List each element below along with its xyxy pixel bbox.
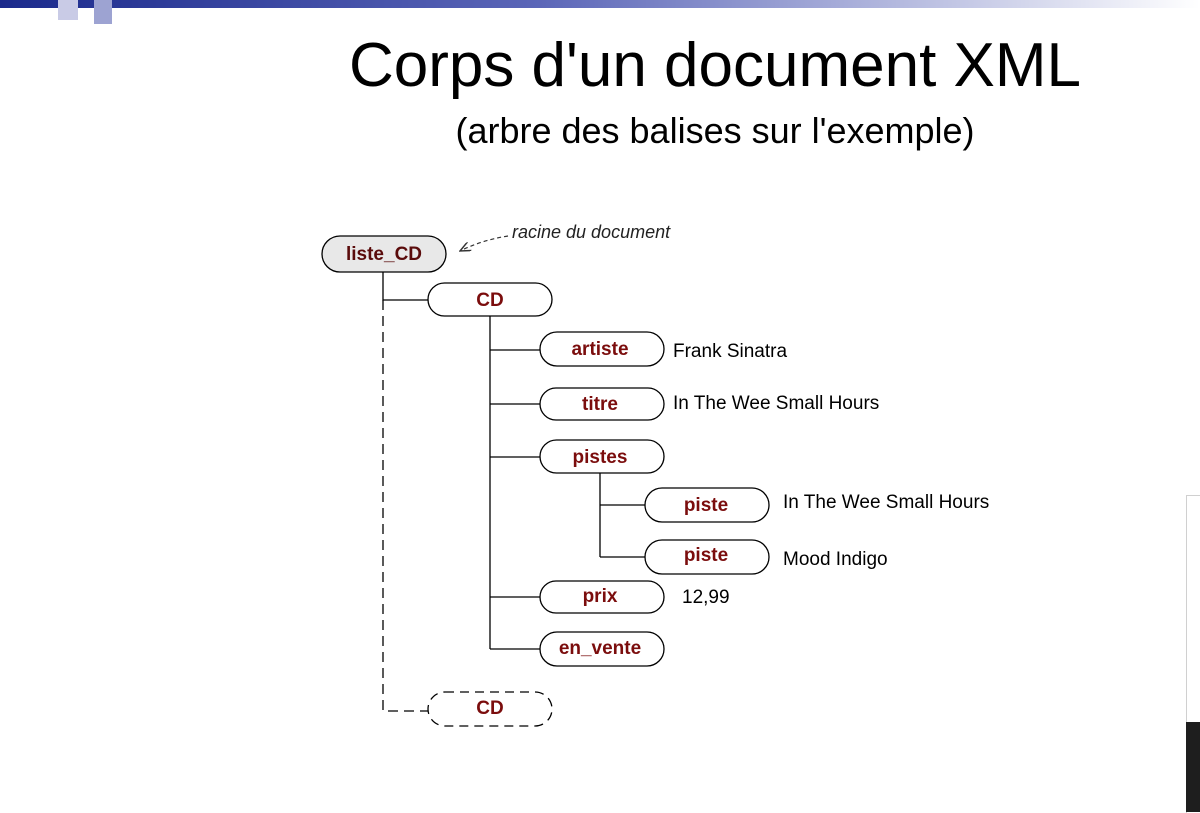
- node-en-vente-label: en_vente: [559, 638, 641, 659]
- corner-decoration: [94, 0, 112, 24]
- node-cd-2-dashed: [427, 691, 553, 727]
- node-prix: [539, 580, 665, 614]
- node-titre: [539, 387, 665, 421]
- node-cd-label: CD: [476, 290, 503, 311]
- node-pistes-label: pistes: [573, 447, 628, 468]
- value-titre: In The Wee Small Hours: [673, 393, 879, 414]
- node-piste-2: [644, 539, 770, 575]
- node-titre-label: titre: [582, 394, 618, 415]
- node-piste-1-label: piste: [684, 495, 728, 516]
- node-prix-label: prix: [583, 586, 618, 607]
- node-cd: [427, 282, 553, 317]
- value-piste-1: In The Wee Small Hours: [783, 492, 989, 513]
- value-artiste: Frank Sinatra: [673, 341, 787, 362]
- annotation-arrow: [460, 235, 509, 251]
- node-pistes: [539, 439, 665, 474]
- node-en-vente: [539, 631, 665, 667]
- corner-decoration: [58, 0, 78, 20]
- value-piste-2: Mood Indigo: [783, 549, 888, 570]
- node-artiste: [539, 331, 665, 367]
- side-panel-dark-edge: [1186, 722, 1200, 812]
- node-artiste-label: artiste: [571, 339, 628, 360]
- connector-root-cd: [382, 272, 428, 301]
- node-piste-2-label: piste: [684, 545, 728, 566]
- connector-root-cd2-dashed: [382, 300, 428, 712]
- value-prix: 12,99: [682, 587, 730, 608]
- node-cd-2-label: CD: [476, 698, 503, 719]
- slide-top-bar: [0, 0, 1200, 8]
- annotation-racine: racine du document: [512, 222, 671, 242]
- slide-title: Corps d'un document XML: [348, 31, 1082, 100]
- node-piste-1: [644, 487, 770, 523]
- slide-subtitle: (arbre des balises sur l'exemple): [455, 110, 975, 151]
- node-liste-cd: [321, 235, 447, 273]
- node-liste-cd-label: liste_CD: [346, 244, 422, 265]
